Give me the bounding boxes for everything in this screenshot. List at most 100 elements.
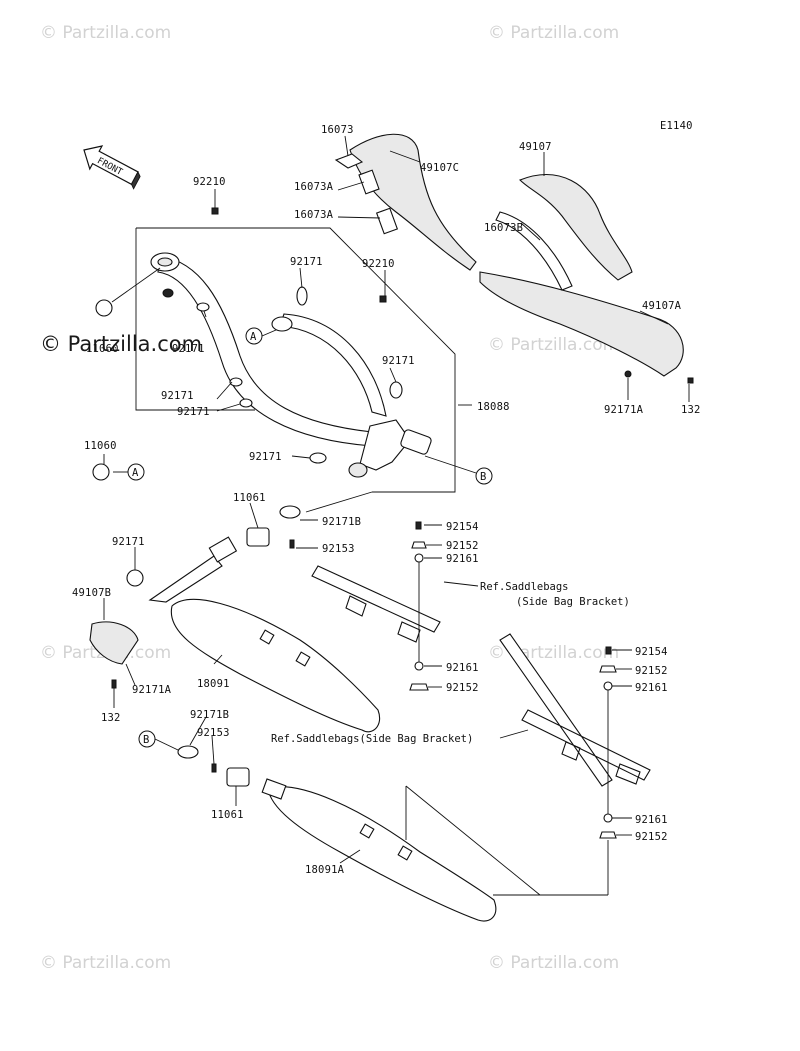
part-label: 92171A bbox=[604, 404, 644, 416]
watermark: © Partzilla.com bbox=[488, 335, 619, 355]
watermark: © Partzilla.com bbox=[40, 953, 171, 973]
part-label: 92161 bbox=[635, 682, 668, 694]
rear-flange bbox=[271, 316, 293, 332]
part-label: 49107C bbox=[420, 162, 459, 174]
part-label: 92152 bbox=[446, 682, 479, 694]
part-label: 92171 bbox=[177, 406, 210, 418]
coupler-11061 bbox=[246, 527, 270, 547]
part-label: 49107A bbox=[642, 300, 682, 312]
part-label: 92154 bbox=[446, 521, 479, 533]
callout-b-right: B bbox=[475, 467, 493, 485]
part-label: 92153 bbox=[197, 727, 230, 739]
end-cap-49107B bbox=[89, 621, 139, 665]
part-label: 92171 bbox=[172, 343, 205, 355]
part-label: 92161 bbox=[446, 662, 479, 674]
clamp-92171B bbox=[279, 505, 301, 519]
muffler-18091A bbox=[267, 786, 497, 922]
heat-shield-49107 bbox=[519, 174, 633, 281]
watermark: © Partzilla.com bbox=[488, 23, 619, 43]
outlet-rear bbox=[348, 462, 368, 478]
part-label: 92171B bbox=[322, 516, 361, 528]
muffler-bracket bbox=[259, 629, 275, 645]
strip-16073 bbox=[334, 153, 364, 169]
svg-text:B: B bbox=[480, 471, 487, 483]
muffler-bracket bbox=[295, 651, 311, 667]
part-label: 92210 bbox=[193, 176, 226, 188]
muffler-bracket bbox=[397, 845, 413, 861]
part-label: 92210 bbox=[362, 258, 395, 270]
part-label: 92152 bbox=[635, 831, 668, 843]
part-label: 18091A bbox=[305, 864, 345, 876]
callout-a-top: A bbox=[245, 327, 263, 345]
reference-notes: Ref.Saddlebags (Side Bag Bracket) Ref.Sa… bbox=[271, 581, 630, 745]
part-label: 18091 bbox=[197, 678, 230, 690]
part-label: 16073B bbox=[484, 222, 523, 234]
part-label: 16073A bbox=[294, 209, 334, 221]
muffler-18091 bbox=[170, 598, 380, 733]
part-label: 92161 bbox=[446, 553, 479, 565]
gasket-icon bbox=[92, 463, 110, 481]
bracket-upper bbox=[311, 565, 441, 643]
pipe-end bbox=[208, 536, 238, 563]
svg-text:B: B bbox=[143, 734, 150, 746]
clamp-92171B bbox=[177, 745, 199, 759]
heat-shield-49107A bbox=[479, 271, 684, 377]
assembly-outline bbox=[135, 227, 456, 493]
part-label: 92154 bbox=[635, 646, 668, 658]
part-label: 49107B bbox=[72, 587, 111, 599]
svg-text:A: A bbox=[250, 331, 257, 343]
gasket-icon bbox=[95, 299, 113, 317]
part-label: 92171 bbox=[249, 451, 282, 463]
callout-a-left: A bbox=[127, 463, 145, 481]
part-label: 92152 bbox=[446, 540, 479, 552]
ref-saddlebags-line2: (Side Bag Bracket) bbox=[516, 596, 630, 608]
pipe-18091 bbox=[148, 555, 223, 603]
ref-saddlebags-line1: Ref.Saddlebags bbox=[480, 581, 569, 593]
clamp-icon bbox=[624, 370, 632, 378]
strip-16073B bbox=[495, 211, 573, 291]
part-label: 11060 bbox=[84, 440, 117, 452]
clamp-icons bbox=[162, 207, 403, 464]
heat-shield-49107C bbox=[349, 133, 477, 271]
watermark: © Partzilla.com bbox=[40, 23, 171, 43]
leader-lines bbox=[103, 135, 690, 896]
part-label: 11061 bbox=[233, 492, 266, 504]
clamp-92171 bbox=[126, 569, 144, 587]
part-labels: 16073 16073A 16073A 49107C 49107 16073B … bbox=[72, 124, 701, 876]
watermark: © Partzilla.com bbox=[488, 953, 619, 973]
strip-16073A bbox=[358, 169, 380, 195]
part-label: 18088 bbox=[477, 401, 510, 413]
svg-text:A: A bbox=[132, 467, 139, 479]
part-label: 92171B bbox=[190, 709, 229, 721]
outlet-front bbox=[400, 429, 432, 455]
part-label: 92171 bbox=[382, 355, 415, 367]
part-label: 92153 bbox=[322, 543, 355, 555]
part-label: 16073 bbox=[321, 124, 354, 136]
diagram-code: E1140 bbox=[660, 120, 693, 132]
part-label: 132 bbox=[681, 404, 701, 416]
part-label: 11061 bbox=[211, 809, 244, 821]
part-label: 92171A bbox=[132, 684, 172, 696]
coupler-11061 bbox=[226, 767, 250, 787]
ref-saddlebags-2: Ref.Saddlebags(Side Bag Bracket) bbox=[271, 733, 473, 745]
bracket-lower bbox=[499, 633, 651, 787]
pipe-end bbox=[261, 778, 287, 800]
part-label: 132 bbox=[101, 712, 121, 724]
front-port bbox=[157, 257, 173, 267]
part-label: 92171 bbox=[112, 536, 145, 548]
part-label: 49107 bbox=[519, 141, 552, 153]
part-label: 92171 bbox=[161, 390, 194, 402]
muffler-bracket bbox=[359, 823, 375, 839]
part-label: 92161 bbox=[635, 814, 668, 826]
part-label: 92152 bbox=[635, 665, 668, 677]
bolt-icon bbox=[687, 377, 694, 384]
part-label: 16073A bbox=[294, 181, 334, 193]
watermark-dark: © Partzilla.com bbox=[40, 332, 202, 356]
part-label: 92171 bbox=[290, 256, 323, 268]
front-arrow-icon: FRONT bbox=[83, 145, 141, 190]
rear-header-pipe bbox=[279, 313, 387, 417]
callout-b-left: B bbox=[138, 730, 156, 748]
part-label: 11060 bbox=[86, 343, 119, 355]
strip-16073A bbox=[375, 207, 399, 235]
